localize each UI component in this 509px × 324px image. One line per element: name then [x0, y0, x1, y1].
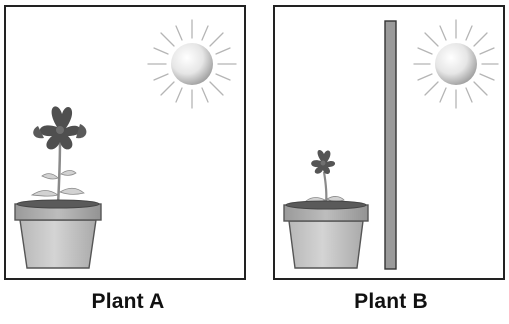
panel-a — [5, 6, 245, 279]
plant-a-label: Plant A — [48, 290, 208, 314]
flower-pot-icon — [15, 200, 101, 268]
panel-b — [274, 6, 504, 279]
flower-pot-icon — [284, 201, 368, 268]
sun-icon — [148, 20, 236, 108]
plant-b-label: Plant B — [311, 290, 471, 314]
barrier-wall-icon — [385, 21, 396, 269]
